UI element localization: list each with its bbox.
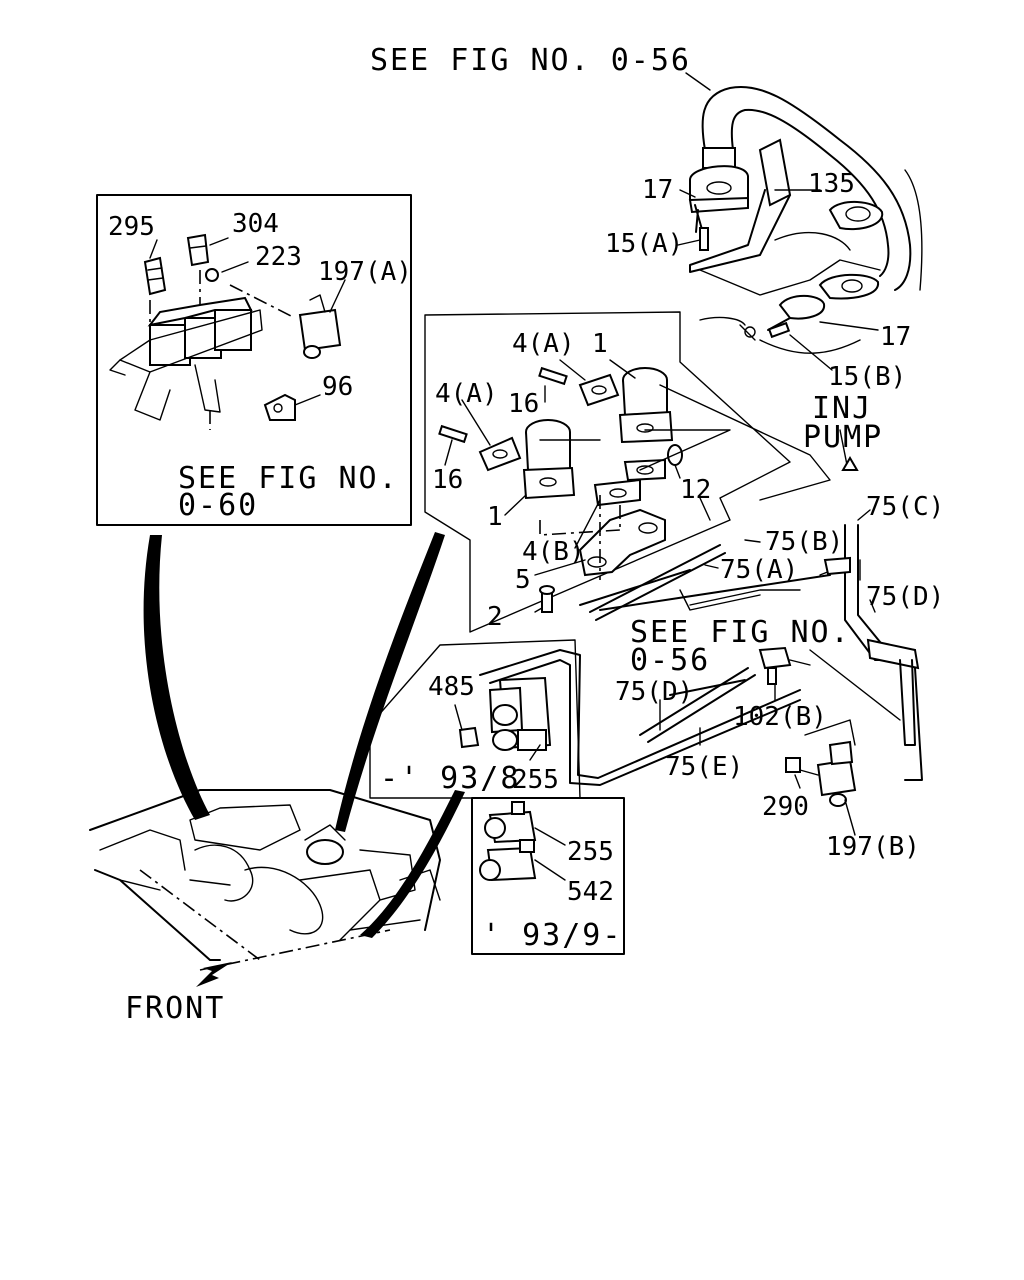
exhaust-pipe-assembly	[688, 85, 923, 354]
callout-4a-upper: 4(A)	[512, 329, 575, 359]
inj-label: INJ	[812, 391, 872, 426]
callout-255-lower: 255	[567, 837, 614, 867]
callout-1-upper: 1	[592, 329, 608, 359]
callout-197b: 197(B)	[826, 832, 920, 862]
ref-top: SEE FIG NO. 0-56	[370, 43, 691, 78]
callout-1-lower: 1	[487, 502, 503, 532]
callout-4a-left: 4(A)	[435, 379, 498, 409]
callout-485: 485	[428, 672, 475, 702]
callout-96: 96	[322, 372, 353, 402]
pump-label: PUMP	[803, 420, 883, 455]
callout-75c: 75(C)	[866, 492, 944, 522]
callout-16-lower: 16	[432, 465, 463, 495]
leader-15b	[789, 334, 833, 371]
callout-223: 223	[255, 242, 302, 272]
egr-valve-assembly	[424, 311, 831, 633]
callout-290: 290	[762, 792, 809, 822]
front-label: FRONT	[125, 991, 225, 1026]
ref-mid-line1: SEE FIG NO.	[630, 615, 851, 650]
callout-197a: 197(A)	[318, 257, 412, 287]
callout-17-top: 17	[642, 175, 673, 205]
callout-102b: 102(B)	[733, 702, 827, 732]
engine-bay-overview	[89, 532, 465, 987]
leader-top-ref	[685, 72, 711, 91]
vacuum-hoses	[479, 429, 923, 786]
callout-295: 295	[108, 212, 155, 242]
callout-542: 542	[567, 877, 614, 907]
callout-255-upper: 255	[512, 765, 559, 795]
relay-inset	[96, 194, 412, 526]
leader-17-right	[819, 321, 879, 331]
callout-15b: 15(B)	[828, 362, 906, 392]
callout-17-right: 17	[880, 322, 911, 352]
callout-2: 2	[487, 602, 503, 632]
ref-inset-line1: SEE FIG NO.	[178, 461, 399, 496]
callout-75e: 75(E)	[665, 752, 743, 782]
callout-16-upper: 16	[508, 389, 539, 419]
callout-12: 12	[680, 475, 711, 505]
callout-5: 5	[515, 565, 531, 595]
callout-75d-right: 75(D)	[866, 582, 944, 612]
leader-17-top	[679, 189, 696, 198]
callout-4b: 4(B)	[522, 537, 585, 567]
callout-75b: 75(B)	[765, 527, 843, 557]
leader-15a	[677, 239, 701, 246]
date-range-early: -' 93/8	[380, 761, 520, 796]
vsv-assembly	[369, 639, 857, 955]
callout-15a: 15(A)	[605, 229, 683, 259]
callout-304: 304	[232, 209, 279, 239]
ref-mid-line2: 0-56	[630, 643, 710, 678]
callout-75a: 75(A)	[720, 555, 798, 585]
callout-135: 135	[808, 169, 855, 199]
date-range-late: ' 93/9-	[482, 918, 622, 953]
callout-75d-mid: 75(D)	[615, 677, 693, 707]
ref-inset-line2: 0-60	[178, 488, 258, 523]
